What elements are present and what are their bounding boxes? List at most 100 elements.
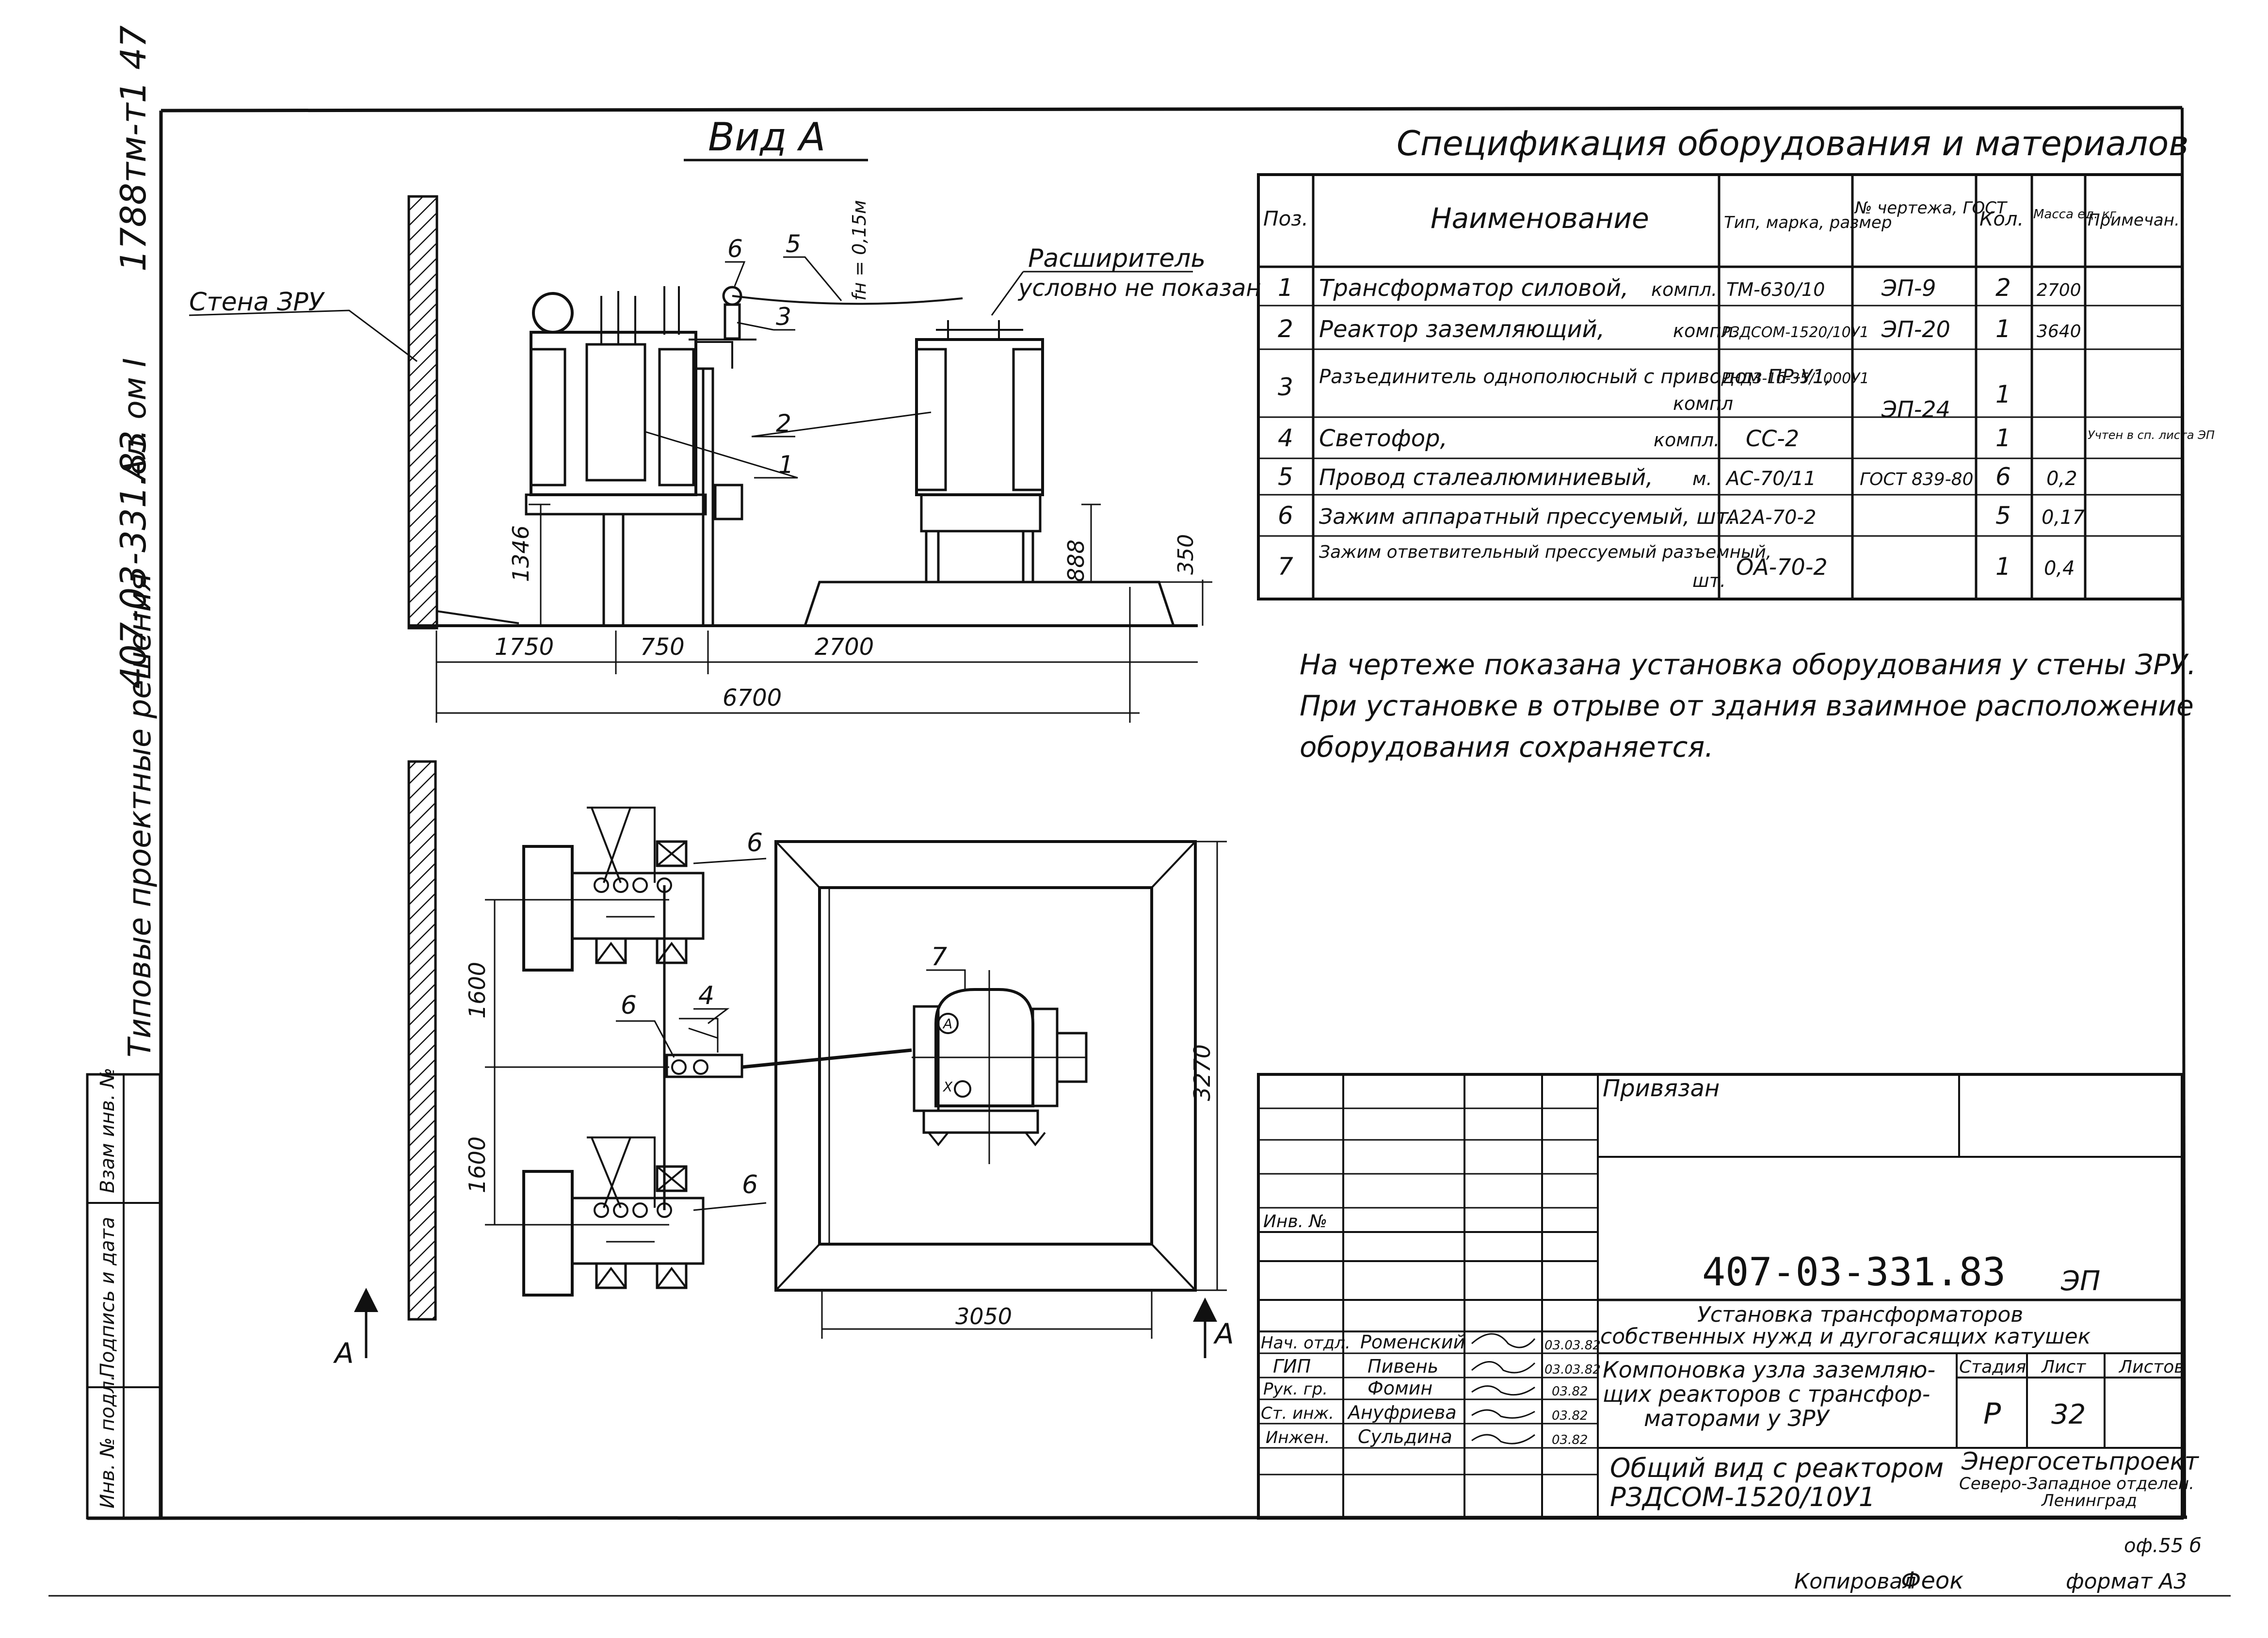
tb-name: Пивень [1367,1356,1438,1377]
spec-qty: 1 [1995,552,2011,581]
spec-name: Разъединитель однополюсный с приводом ПР… [1319,366,1831,388]
spec-name: Реактор заземляющий, [1319,316,1605,343]
typical-vertical: Типовые проектные решения [122,573,158,1057]
tb-doc-code: 407-03-331.83 [1702,1249,2006,1295]
spec-doc: ЭП-24 [1881,396,1950,422]
spec-h-mass: Масса ед. кг [2033,207,2116,222]
tb-privyazan: Привязан [1603,1075,1720,1102]
tb-staff-4: Ст. инж. Ануфриева 03.82 [1261,1402,1588,1423]
spec-mass: 3640 [2037,322,2081,341]
spec-row-1: 1 Трансформатор силовой, компл. ТМ-630/1… [1278,274,2081,302]
notes: На чертеже показана установка оборудован… [1300,648,2196,763]
spec-type: А2А-70-2 [1725,506,1816,529]
tb-org-line1: Энергосетьпроект [1961,1447,2200,1476]
spec-pos: 2 [1278,315,1293,343]
spec-type: АС-70/11 [1725,468,1816,490]
expander-line2: условно не показан [1017,275,1261,302]
callout-3: 3 [776,303,791,331]
spec-row-2: 2 Реактор заземляющий, компл. РЗДСОМ-152… [1278,315,2081,343]
stamp-inv-orig: Инв. № подл. [97,1375,119,1508]
spec-pos: 1 [1278,274,1293,302]
section-arrow-right: А [1213,1317,1234,1350]
tb-doc-mark: ЭП [2060,1265,2100,1297]
note-line-2: При установке в отрыве от здания взаимно… [1300,689,2194,722]
tb-sheet-line3: маторами у ЗРУ [1644,1405,1831,1431]
spec-mass: 0,4 [2044,557,2075,580]
spec-h-type: Тип, марка, размер [1724,213,1892,232]
spec-h-pos: Поз. [1263,207,1308,230]
tb-view-line2: РЗДСОМ-1520/10У1 [1610,1482,1875,1512]
note-line-1: На чертеже показана установка оборудован… [1300,648,2196,681]
plan-view: А X 6 6 4 6 7 1600 1600 3270 3050 А А [333,760,1234,1370]
spec-pos: 4 [1278,424,1293,452]
spec-pos: 3 [1278,373,1293,401]
spec-type: СС-2 [1746,425,1799,452]
spec-mass: 0,2 [2046,468,2077,490]
dim-6700: 6700 [723,684,782,712]
spec-type: РНДЗ-1б-35/1000У1 [1721,370,1869,387]
spec-unit: компл. [1651,279,1717,300]
tb-name: Ануфриева [1347,1402,1457,1423]
spec-unit: компл. [1654,429,1720,451]
spec-pos: 5 [1278,463,1293,491]
spec-name: Зажим ответвительный прессуемый разъемны… [1319,542,1771,562]
spec-name: Трансформатор силовой, [1319,275,1628,302]
transformer [525,286,743,626]
spec-unit: компл [1673,393,1733,414]
spec-doc: ЭП-9 [1881,275,1936,301]
spec-pos: 6 [1278,502,1293,530]
plan-callout-6-bottom: 6 [742,1170,758,1200]
tb-name: Фомин [1367,1378,1432,1399]
spec-unit: м. [1692,468,1712,489]
plan-callout-4: 4 [698,981,714,1010]
wall-zru-elevation [407,195,438,630]
tb-staff-3: Рук. гр. Фомин 03.82 [1263,1378,1588,1399]
reactor-plan: А X [912,970,1088,1164]
plan-callout-7: 7 [931,942,947,972]
tb-org-line2: Северо-Западное отделен. [1959,1474,2194,1493]
doc-code-vertical: 1788тм-т1 47 [113,25,154,272]
copied-label: Копировал [1794,1569,1916,1594]
tb-role: Ст. инж. [1261,1404,1334,1423]
tb-role: Инжен. [1266,1428,1330,1447]
callout-6: 6 [727,235,743,263]
spec-qty: 2 [1995,274,2011,302]
spec-doc: ГОСТ 839-80 [1860,470,1973,489]
tb-org-line3: Ленинград [2041,1491,2137,1510]
spec-pos: 7 [1278,552,1293,581]
tb-name: Сульдина [1358,1426,1452,1447]
tb-date: 03.82 [1552,1384,1588,1399]
album-vertical: Ал. ом I [117,358,153,482]
spec-qty: 6 [1995,463,2011,491]
spec-type: РЗДСОМ-1520/10У1 [1721,324,1869,341]
dim-750: 750 [640,633,685,661]
spec-qty: 1 [1995,380,2011,408]
spec-name: Зажим аппаратный прессуемый, шт. [1319,504,1735,529]
expander-line1: Расширитель [1028,244,1206,273]
tb-staff-5: Инжен. Сульдина 03.82 [1266,1426,1588,1447]
spec-row-6: 6 Зажим аппаратный прессуемый, шт. А2А-7… [1278,502,2085,530]
spec-type: ОА-70-2 [1736,554,1828,580]
tb-staff-2: ГИП Пивень 03.03.82 [1273,1356,1601,1377]
tb-name: Роменский [1360,1331,1465,1353]
spec-row-3: 3 Разъединитель однополюсный с приводом … [1278,366,2011,422]
tb-role: Рук. гр. [1263,1379,1328,1399]
tb-sheet-label: Лист [2041,1357,2086,1377]
spec-h-doc: № чертежа, ГОСТ [1854,198,2008,218]
plan-callout-6-top: 6 [747,828,763,858]
footer: оф.55 б Копировал Феок формат А3 [1794,1535,2202,1594]
view-a: Вид А Стена ЗРУ [189,114,1261,723]
spec-mass: 2700 [2037,280,2081,300]
dim-1346: 1346 [508,525,534,582]
tb-date: 03.03.82 [1544,1338,1601,1353]
dim-1600-top: 1600 [464,962,490,1019]
tb-staff-1: Нач. отдл. Роменский 03.03.82 [1261,1331,1601,1353]
spec-row-5: 5 Провод сталеалюминиевый, м. АС-70/11 Г… [1278,463,2077,491]
tb-project-line2: собственных нужд и дугогасящих катушек [1600,1324,2091,1349]
view-a-dimensions: 1750 750 2700 6700 1346 888 350 [435,503,1212,723]
dim-888: 888 [1063,539,1089,582]
spec-qty: 1 [1995,424,2011,452]
reactor [915,320,1044,582]
dim-3050: 3050 [955,1303,1012,1330]
spec-unit: компл. [1673,320,1739,341]
